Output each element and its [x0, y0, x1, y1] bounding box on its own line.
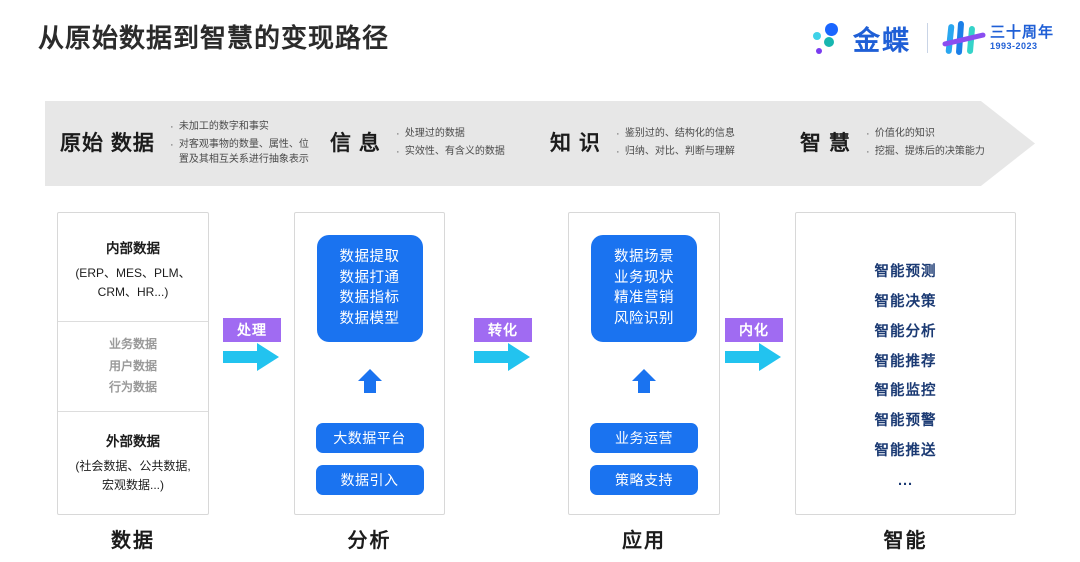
application-capability-card[interactable]: 数据场景 业务现状 精准营销 风险识别 [591, 235, 697, 343]
band-stage-title: 原始 数据 [60, 131, 155, 155]
column-footer-label-intelligence: 智能 [883, 530, 928, 552]
internal-data-subtitle: (ERP、MES、PLM、 CRM、HR...) [75, 266, 191, 299]
external-data-title: 外部数据 [106, 434, 160, 450]
connector-internalization: 内化 [725, 318, 783, 377]
band-bullet-text: 鉴别过的、结构化的信息 [624, 128, 735, 140]
band-bullet-text: 实效性、有含义的数据 [404, 145, 505, 157]
column-footer-label-analysis: 分析 [347, 530, 392, 552]
bullet-dot-icon: · [616, 145, 620, 158]
column-application: 数据场景 业务现状 精准营销 风险识别 业务运营 策略支持 [568, 212, 720, 515]
band-bullet-text: 处理过的数据 [404, 128, 465, 140]
data-type-list: 业务数据 用户数据 行为数据 [58, 322, 208, 411]
list-item: 智能预测 [874, 264, 937, 280]
analysis-pill-bigdata-platform[interactable]: 大数据平台 [315, 423, 424, 453]
column-analysis: 数据提取 数据打通 数据指标 数据模型 大数据平台 数据引入 [294, 212, 445, 515]
right-arrow-icon [474, 343, 530, 376]
band-stage-title: 信 息 [330, 131, 381, 155]
internal-data-block: 内部数据 (ERP、MES、PLM、 CRM、HR...) [58, 213, 208, 301]
list-item: 智能决策 [874, 293, 937, 310]
column-data: 内部数据 (ERP、MES、PLM、 CRM、HR...) 业务数据 用户数据 … [57, 212, 209, 515]
list-item: 智能推荐 [874, 353, 937, 370]
anniversary-badge: 三十周年 1993-2023 [941, 19, 1054, 57]
analysis-pill-data-ingest[interactable]: 数据引入 [315, 465, 424, 495]
list-item: 智能分析 [874, 323, 937, 340]
external-data-subtitle: (社会数据、公共数据, 宏观数据...) [75, 459, 191, 492]
bullet-dot-icon: · [396, 145, 400, 158]
band-stage-raw-data: 原始 数据 · 未加工的数字和事实 · 对客观事物的数量、属性、位 置及其相互关系进… [60, 101, 309, 186]
band-bullet-text: 归纳、对比、判断与理解 [624, 145, 735, 157]
column-divider [58, 411, 208, 413]
brand-divider [926, 23, 928, 53]
column-footer-label-data: 数据 [111, 530, 155, 552]
right-arrow-icon [223, 343, 279, 376]
external-data-block: 外部数据 (社会数据、公共数据, 宏观数据...) [58, 412, 208, 494]
up-arrow-icon [631, 368, 657, 394]
right-arrow-icon [725, 343, 781, 376]
band-bullet-text: 未加工的数字和事实 [178, 121, 269, 133]
bullet-dot-icon: · [616, 128, 620, 141]
bullet-dot-icon: · [866, 145, 870, 158]
list-item: 智能预警 [874, 413, 937, 430]
bullet-dot-icon: · [866, 128, 870, 141]
application-pill-strategy-support[interactable]: 策略支持 [590, 465, 698, 495]
list-ellipsis: ... [897, 473, 914, 490]
anniversary-years: 1993-2023 [989, 41, 1038, 52]
band-bullet-text: 价值化的知识 [874, 128, 935, 140]
band-stage-title: 智 慧 [800, 131, 851, 155]
list-item: 智能监控 [874, 383, 937, 400]
band-stage-information: 信 息 · 处理过的数据 · 实效性、有含义的数据 [330, 101, 505, 186]
bullet-dot-icon: · [396, 128, 400, 141]
connector-processing: 处理 [223, 318, 281, 377]
connector-label: 处理 [223, 318, 281, 342]
list-item: 行为数据 [108, 379, 157, 394]
internal-data-title: 内部数据 [106, 241, 160, 256]
bullet-dot-icon: · [170, 121, 174, 134]
band-stage-wisdom: 智 慧 · 价值化的知识 · 挖掘、提炼后的决策能力 [800, 101, 985, 186]
stage-band: 原始 数据 · 未加工的数字和事实 · 对客观事物的数量、属性、位 置及其相互关系进… [45, 101, 1035, 186]
page-title: 从原始数据到智慧的变现路径 [38, 23, 390, 53]
brand-logo: 金蝶 三十周年 1993-2023 [809, 17, 1054, 59]
list-item: 业务数据 [108, 337, 157, 352]
up-arrow-icon [357, 368, 383, 394]
connector-label: 转化 [474, 318, 532, 342]
band-bullet-text: 挖掘、提炼后的决策能力 [874, 145, 985, 157]
analysis-capability-card[interactable]: 数据提取 数据打通 数据指标 数据模型 [316, 235, 423, 343]
application-pill-business-ops[interactable]: 业务运营 [590, 423, 698, 453]
column-divider [58, 321, 208, 323]
brand-name: 金蝶 [852, 25, 911, 56]
anniversary-mark-icon [941, 19, 986, 57]
band-stage-title: 知 识 [550, 131, 601, 155]
list-item: 智能推送 [874, 443, 937, 460]
column-footer-label-application: 应用 [622, 530, 666, 552]
list-item: 用户数据 [108, 358, 157, 373]
bullet-dot-icon: · [170, 138, 174, 151]
band-bullet-text: 对客观事物的数量、属性、位 置及其相互关系进行抽象表示 [178, 138, 309, 166]
intelligence-capability-list: 智能预测 智能决策 智能分析 智能推荐 智能监控 智能预警 智能推送 ... [796, 213, 1015, 497]
connector-label: 内化 [725, 318, 783, 342]
connector-transformation: 转化 [474, 318, 532, 377]
kingdee-dots-icon [809, 21, 843, 55]
anniversary-label: 三十周年 [989, 24, 1054, 42]
column-intelligence: 智能预测 智能决策 智能分析 智能推荐 智能监控 智能预警 智能推送 ... [795, 212, 1016, 515]
band-stage-knowledge: 知 识 · 鉴别过的、结构化的信息 · 归纳、对比、判断与理解 [550, 101, 735, 186]
